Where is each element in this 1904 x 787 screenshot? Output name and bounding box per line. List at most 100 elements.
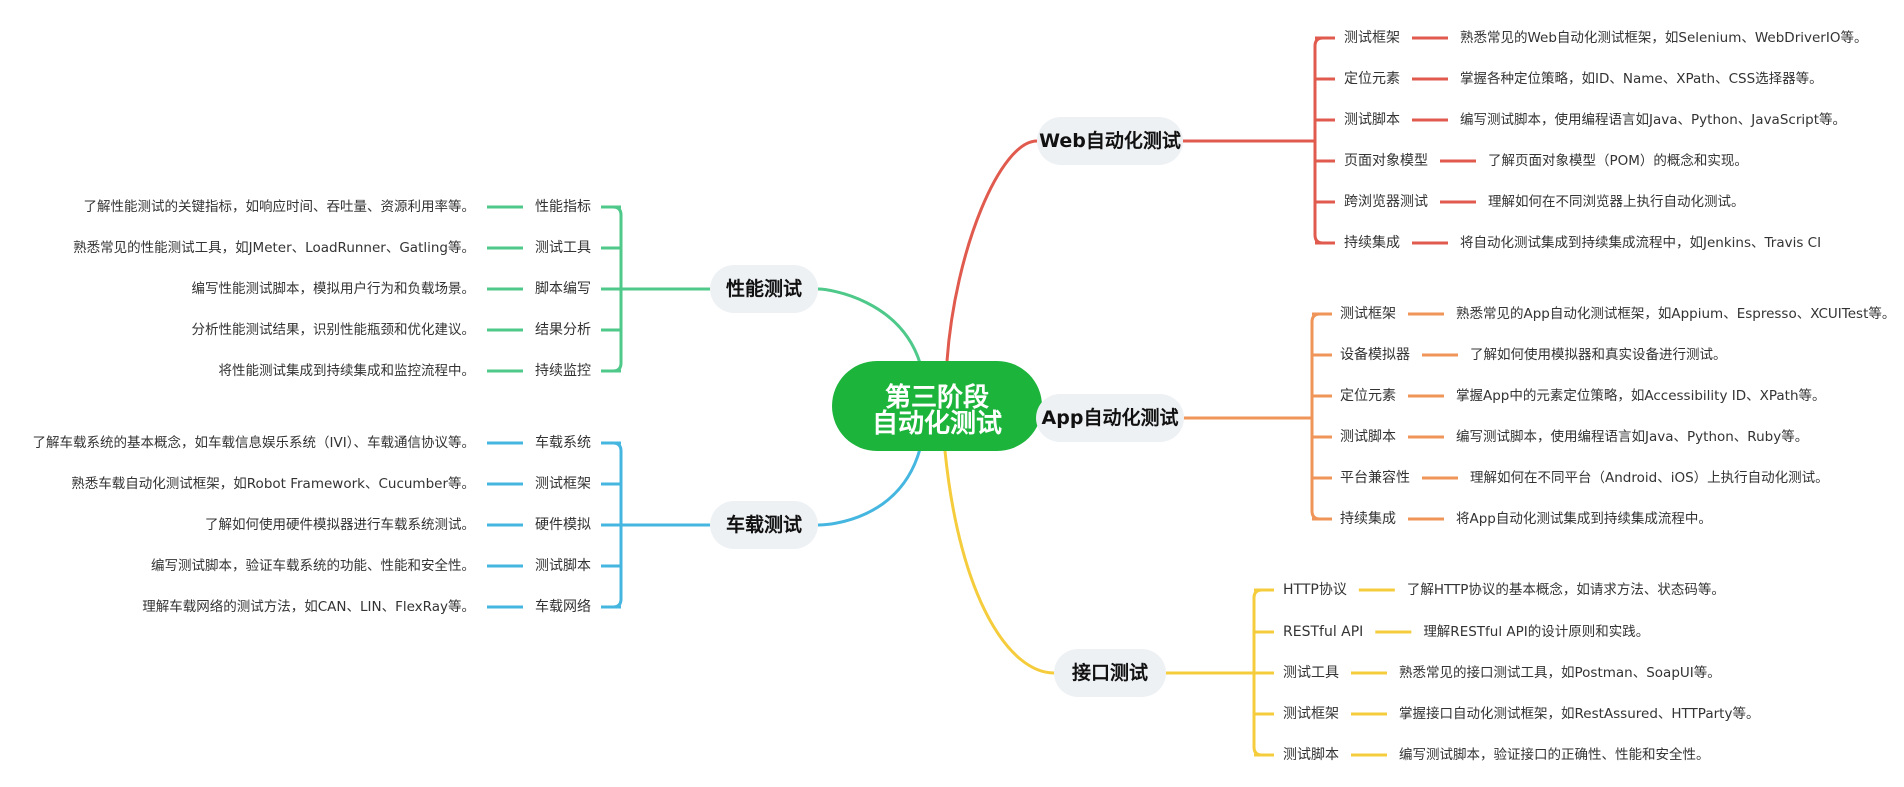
leaf-label: RESTful API	[1283, 624, 1363, 640]
leaf-item[interactable]: 平台兼容性 理解如何在不同平台（Android、iOS）上执行自动化测试。	[1312, 469, 1829, 486]
leaf-label: 测试脚本	[1344, 112, 1400, 128]
connector-vehicle	[817, 448, 922, 527]
leaf-label: 平台兼容性	[1340, 469, 1410, 486]
leaf-item[interactable]: 页面对象模型了解页面对象模型（POM）的概念和实现。	[1315, 152, 1748, 169]
leaf-label: 跨浏览器测试	[1344, 194, 1428, 210]
branch-node-vehicle[interactable]: 车载测试	[710, 501, 818, 549]
leaf-label: 测试脚本	[1283, 747, 1339, 763]
leaf-detail: 熟悉常见的接口测试工具，如Postman、SoapUI等。	[1399, 664, 1721, 681]
leaf-item[interactable]: RESTful API 理解RESTful API的设计原则和实践。	[1254, 624, 1649, 640]
leaf-label: 测试框架	[1283, 706, 1339, 722]
center-node[interactable]: 第三阶段 自动化测试	[832, 361, 1042, 451]
leaf-bar-web	[1313, 36, 1324, 245]
leaf-detail: 理解车载网络的测试方法，如CAN、LIN、FlexRay等。	[142, 598, 475, 615]
leaf-detail: 掌握接口自动化测试框架，如RestAssured、HTTParty等。	[1399, 705, 1759, 722]
leaf-item[interactable]: 测试脚本 编写测试脚本，使用编程语言如Java、Python、JavaScript…	[1315, 111, 1846, 128]
leaf-detail: 理解RESTful API的设计原则和实践。	[1423, 624, 1649, 640]
leaf-detail: 熟悉车载自动化测试框架，如Robot Framework、Cucumber等。	[71, 475, 475, 492]
leaf-bar-app	[1310, 312, 1321, 521]
leaf-detail: 了解如何使用硬件模拟器进行车载系统测试。	[205, 516, 475, 533]
leaf-detail: 编写测试脚本，使用编程语言如Java、Python、JavaScript等。	[1460, 111, 1846, 128]
leaf-detail: 编写性能测试脚本，模拟用户行为和负载场景。	[192, 280, 476, 297]
leaf-label: 持续集成	[1344, 234, 1400, 251]
branch-label: 接口测试	[1072, 662, 1148, 684]
leaf-label: 车载系统	[535, 434, 591, 451]
leaf-item[interactable]: 车载网络 理解车载网络的测试方法，如CAN、LIN、FlexRay等。	[142, 598, 621, 615]
branch-app: App自动化测试 测试框架熟悉常见的App自动化测试框架，如Appium、Espr…	[1036, 305, 1895, 527]
leaf-label: 结果分析	[535, 322, 591, 338]
leaf-detail: 分析性能测试结果，识别性能瓶颈和优化建议。	[192, 322, 476, 338]
branch-label: 车载测试	[726, 513, 802, 536]
leaf-label: 测试工具	[535, 240, 591, 256]
leaf-label: 测试框架	[1340, 306, 1396, 322]
leaf-item[interactable]: 测试框架熟悉常见的App自动化测试框架，如Appium、Espresso、XCU…	[1312, 305, 1895, 322]
leaf-label: HTTP协议	[1283, 582, 1347, 598]
branch-node-shape	[710, 501, 818, 549]
leaf-detail: 了解HTTP协议的基本概念，如请求方法、状态码等。	[1407, 581, 1725, 598]
branch-node-shape	[1037, 117, 1183, 165]
leaf-item[interactable]: 测试脚本 编写测试脚本，验证接口的正确性、性能和安全性。	[1254, 746, 1710, 763]
leaf-label: 持续集成	[1340, 510, 1396, 527]
leaf-detail: 编写测试脚本，验证接口的正确性、性能和安全性。	[1399, 746, 1710, 763]
leaf-detail: 掌握各种定位策略，如ID、Name、XPath、CSS选择器等。	[1460, 70, 1823, 87]
branch-vehicle: 车载测试 车载系统了解车载系统的基本概念，如车载信息娱乐系统（IVI）、车载通信协…	[33, 434, 818, 615]
leaf-detail: 了解性能测试的关键指标，如响应时间、吞吐量、资源利用率等。	[84, 198, 476, 215]
leaf-detail: 将性能测试集成到持续集成和监控流程中。	[219, 363, 476, 379]
leaf-label: 测试框架	[535, 476, 591, 492]
leaf-item[interactable]: 持续集成 将自动化测试集成到持续集成流程中，如Jenkins、Travis CI	[1315, 234, 1821, 251]
leaf-label: 持续监控	[535, 362, 591, 379]
connector-api	[943, 450, 1055, 675]
leaf-label: 设备模拟器	[1340, 346, 1410, 363]
branch-label: App自动化测试	[1042, 406, 1179, 429]
leaf-item[interactable]: 持续监控 将性能测试集成到持续集成和监控流程中。	[219, 362, 622, 379]
leaf-detail: 了解页面对象模型（POM）的概念和实现。	[1488, 152, 1748, 169]
leaf-detail: 将自动化测试集成到持续集成流程中，如Jenkins、Travis CI	[1460, 235, 1821, 251]
branch-node-shape	[1054, 649, 1166, 697]
leaf-item[interactable]: 测试框架熟悉常见的Web自动化测试框架，如Selenium、WebDriverI…	[1315, 29, 1867, 46]
leaf-item[interactable]: 设备模拟器了解如何使用模拟器和真实设备进行测试。	[1312, 346, 1727, 363]
leaf-item[interactable]: 持续集成 将App自动化测试集成到持续集成流程中。	[1312, 510, 1712, 527]
leaf-item[interactable]: 结果分析 分析性能测试结果，识别性能瓶颈和优化建议。	[192, 322, 622, 338]
leaf-item[interactable]: 脚本编写 编写性能测试脚本，模拟用户行为和负载场景。	[192, 280, 622, 297]
branch-node-web[interactable]: Web自动化测试	[1037, 117, 1183, 165]
leaf-item[interactable]: 测试工具 熟悉常见的性能测试工具，如JMeter、LoadRunner、Gatli…	[73, 239, 621, 256]
leaf-detail: 编写测试脚本，使用编程语言如Java、Python、Ruby等。	[1456, 428, 1808, 445]
branch-node-app[interactable]: App自动化测试	[1036, 394, 1184, 442]
connector-web	[945, 139, 1038, 362]
branch-label: 性能测试	[726, 277, 802, 300]
leaf-detail: 熟悉常见的性能测试工具，如JMeter、LoadRunner、Gatling等。	[73, 239, 475, 256]
leaf-item[interactable]: 定位元素 掌握各种定位策略，如ID、Name、XPath、CSS选择器等。	[1315, 70, 1823, 87]
leaf-label: 测试脚本	[1340, 429, 1396, 445]
branch-label: Web自动化测试	[1039, 129, 1181, 152]
leaf-item[interactable]: HTTP协议 了解HTTP协议的基本概念，如请求方法、状态码等。	[1254, 581, 1725, 598]
leaf-item[interactable]: 跨浏览器测试理解如何在不同浏览器上执行自动化测试。	[1315, 194, 1745, 210]
leaf-detail: 将App自动化测试集成到持续集成流程中。	[1456, 511, 1712, 527]
branch-layer: Web自动化测试 测试框架熟悉常见的Web自动化测试框架，如Selenium、We…	[33, 29, 1896, 763]
leaf-item[interactable]: 硬件模拟 了解如何使用硬件模拟器进行车载系统测试。	[205, 516, 621, 533]
branch-node-perf[interactable]: 性能测试	[710, 265, 818, 313]
leaf-item[interactable]: 测试工具 熟悉常见的接口测试工具，如Postman、SoapUI等。	[1254, 664, 1721, 681]
leaf-label: 定位元素	[1340, 388, 1396, 404]
leaf-item[interactable]: 定位元素 掌握App中的元素定位策略，如Accessibility ID、XPat…	[1312, 387, 1826, 404]
leaf-label: 脚本编写	[535, 281, 591, 297]
leaf-label: 车载网络	[535, 598, 591, 615]
branch-node-api[interactable]: 接口测试	[1054, 649, 1166, 697]
leaf-label: 测试工具	[1283, 665, 1339, 681]
leaf-label: 硬件模拟	[535, 517, 591, 533]
leaf-item[interactable]: 测试脚本 编写测试脚本，验证车载系统的功能、性能和安全性。	[151, 557, 621, 574]
leaf-detail: 编写测试脚本，验证车载系统的功能、性能和安全性。	[151, 557, 475, 574]
leaf-item[interactable]: 测试框架 熟悉车载自动化测试框架，如Robot Framework、Cucumbe…	[71, 475, 621, 492]
leaf-detail: 掌握App中的元素定位策略，如Accessibility ID、XPath等。	[1456, 387, 1826, 404]
leaf-item[interactable]: 测试脚本 编写测试脚本，使用编程语言如Java、Python、Ruby等。	[1312, 428, 1808, 445]
connector-perf	[817, 287, 922, 364]
leaf-item[interactable]: 测试框架 掌握接口自动化测试框架，如RestAssured、HTTParty等。	[1254, 705, 1759, 722]
leaf-label: 测试脚本	[535, 558, 591, 574]
center-node-shape	[832, 361, 1042, 451]
leaf-detail: 理解如何在不同平台（Android、iOS）上执行自动化测试。	[1470, 470, 1829, 486]
branch-web: Web自动化测试 测试框架熟悉常见的Web自动化测试框架，如Selenium、We…	[1037, 29, 1867, 251]
branch-api: 接口测试 HTTP协议 了解HTTP协议的基本概念，如请求方法、状态码等。 RESTf…	[1054, 581, 1759, 763]
leaf-label: 定位元素	[1344, 71, 1400, 87]
